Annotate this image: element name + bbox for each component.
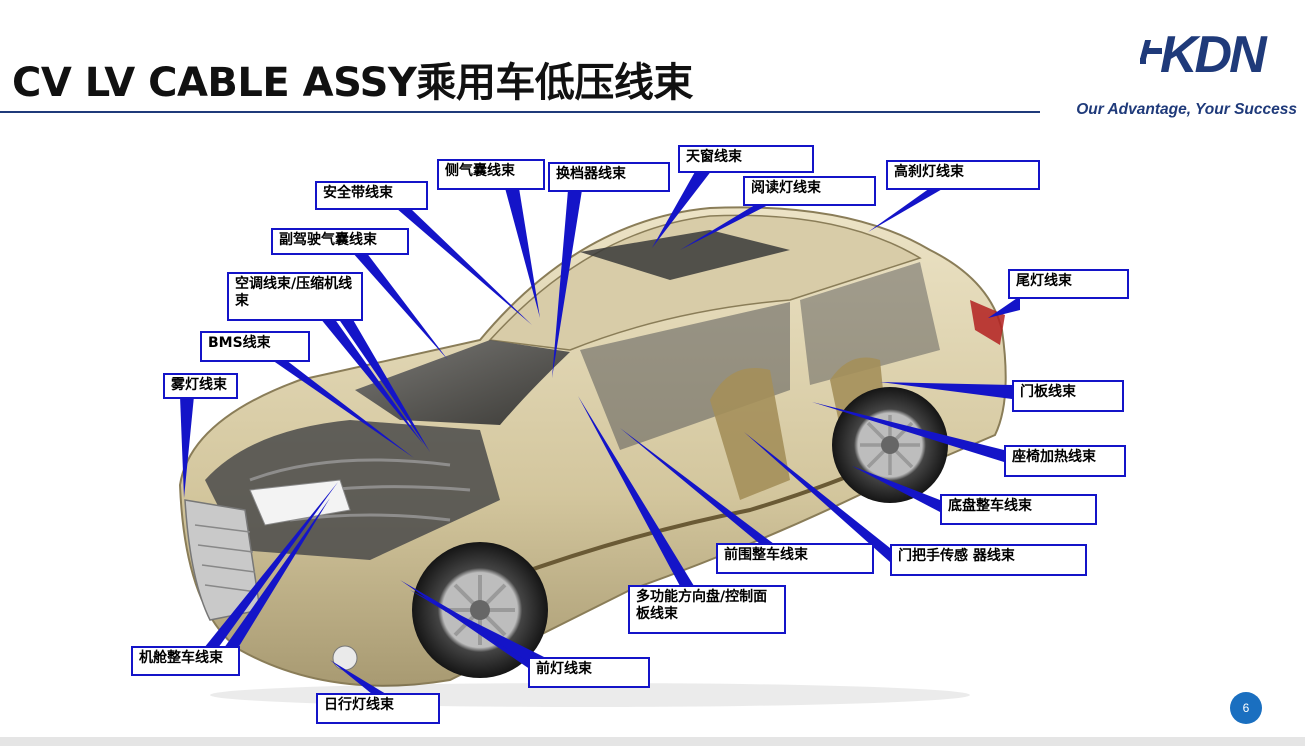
- callout-door-handle-sensor: 门把手传感 器线束: [890, 544, 1087, 576]
- callout-tail-light: 尾灯线束: [1008, 269, 1129, 299]
- callout-front-body: 前围整车线束: [716, 543, 874, 574]
- callout-side-airbag: 侧气囊线束: [437, 159, 545, 190]
- callout-chassis: 底盘整车线束: [940, 494, 1097, 525]
- callout-engine-bay: 机舱整车线束: [131, 646, 240, 676]
- callout-headlight: 前灯线束: [528, 657, 650, 688]
- callout-drl: 日行灯线束: [316, 693, 440, 724]
- callout-steering-panel: 多功能方向盘/控制面板线束: [628, 585, 786, 634]
- callout-passenger-airbag: 副驾驶气囊线束: [271, 228, 409, 255]
- callout-seat-belt: 安全带线束: [315, 181, 428, 210]
- car-cutaway-illustration: [178, 206, 1007, 707]
- slide-title: CV LV CABLE ASSY乘用车低压线束: [12, 60, 693, 106]
- callout-sunroof: 天窗线束: [678, 145, 814, 173]
- kdn-logo: KDN: [1140, 26, 1271, 84]
- callout-ac-compressor: 空调线束/压缩机线束: [227, 272, 363, 321]
- callout-door-panel: 门板线束: [1012, 380, 1124, 412]
- title-divider: [0, 111, 1040, 113]
- callout-shifter: 换档器线束: [548, 162, 670, 192]
- footer-bar: [0, 737, 1305, 746]
- svg-text:KDN: KDN: [1160, 26, 1268, 84]
- page-number-badge: 6: [1230, 692, 1262, 724]
- callout-bms: BMS线束: [200, 331, 310, 362]
- company-tagline: Our Advantage, Your Success: [1076, 101, 1297, 118]
- callout-reading-light: 阅读灯线束: [743, 176, 876, 206]
- callout-fog-light: 雾灯线束: [163, 373, 238, 399]
- callout-seat-heating: 座椅加热线束: [1004, 445, 1126, 477]
- callout-high-brake-light: 高刹灯线束: [886, 160, 1040, 190]
